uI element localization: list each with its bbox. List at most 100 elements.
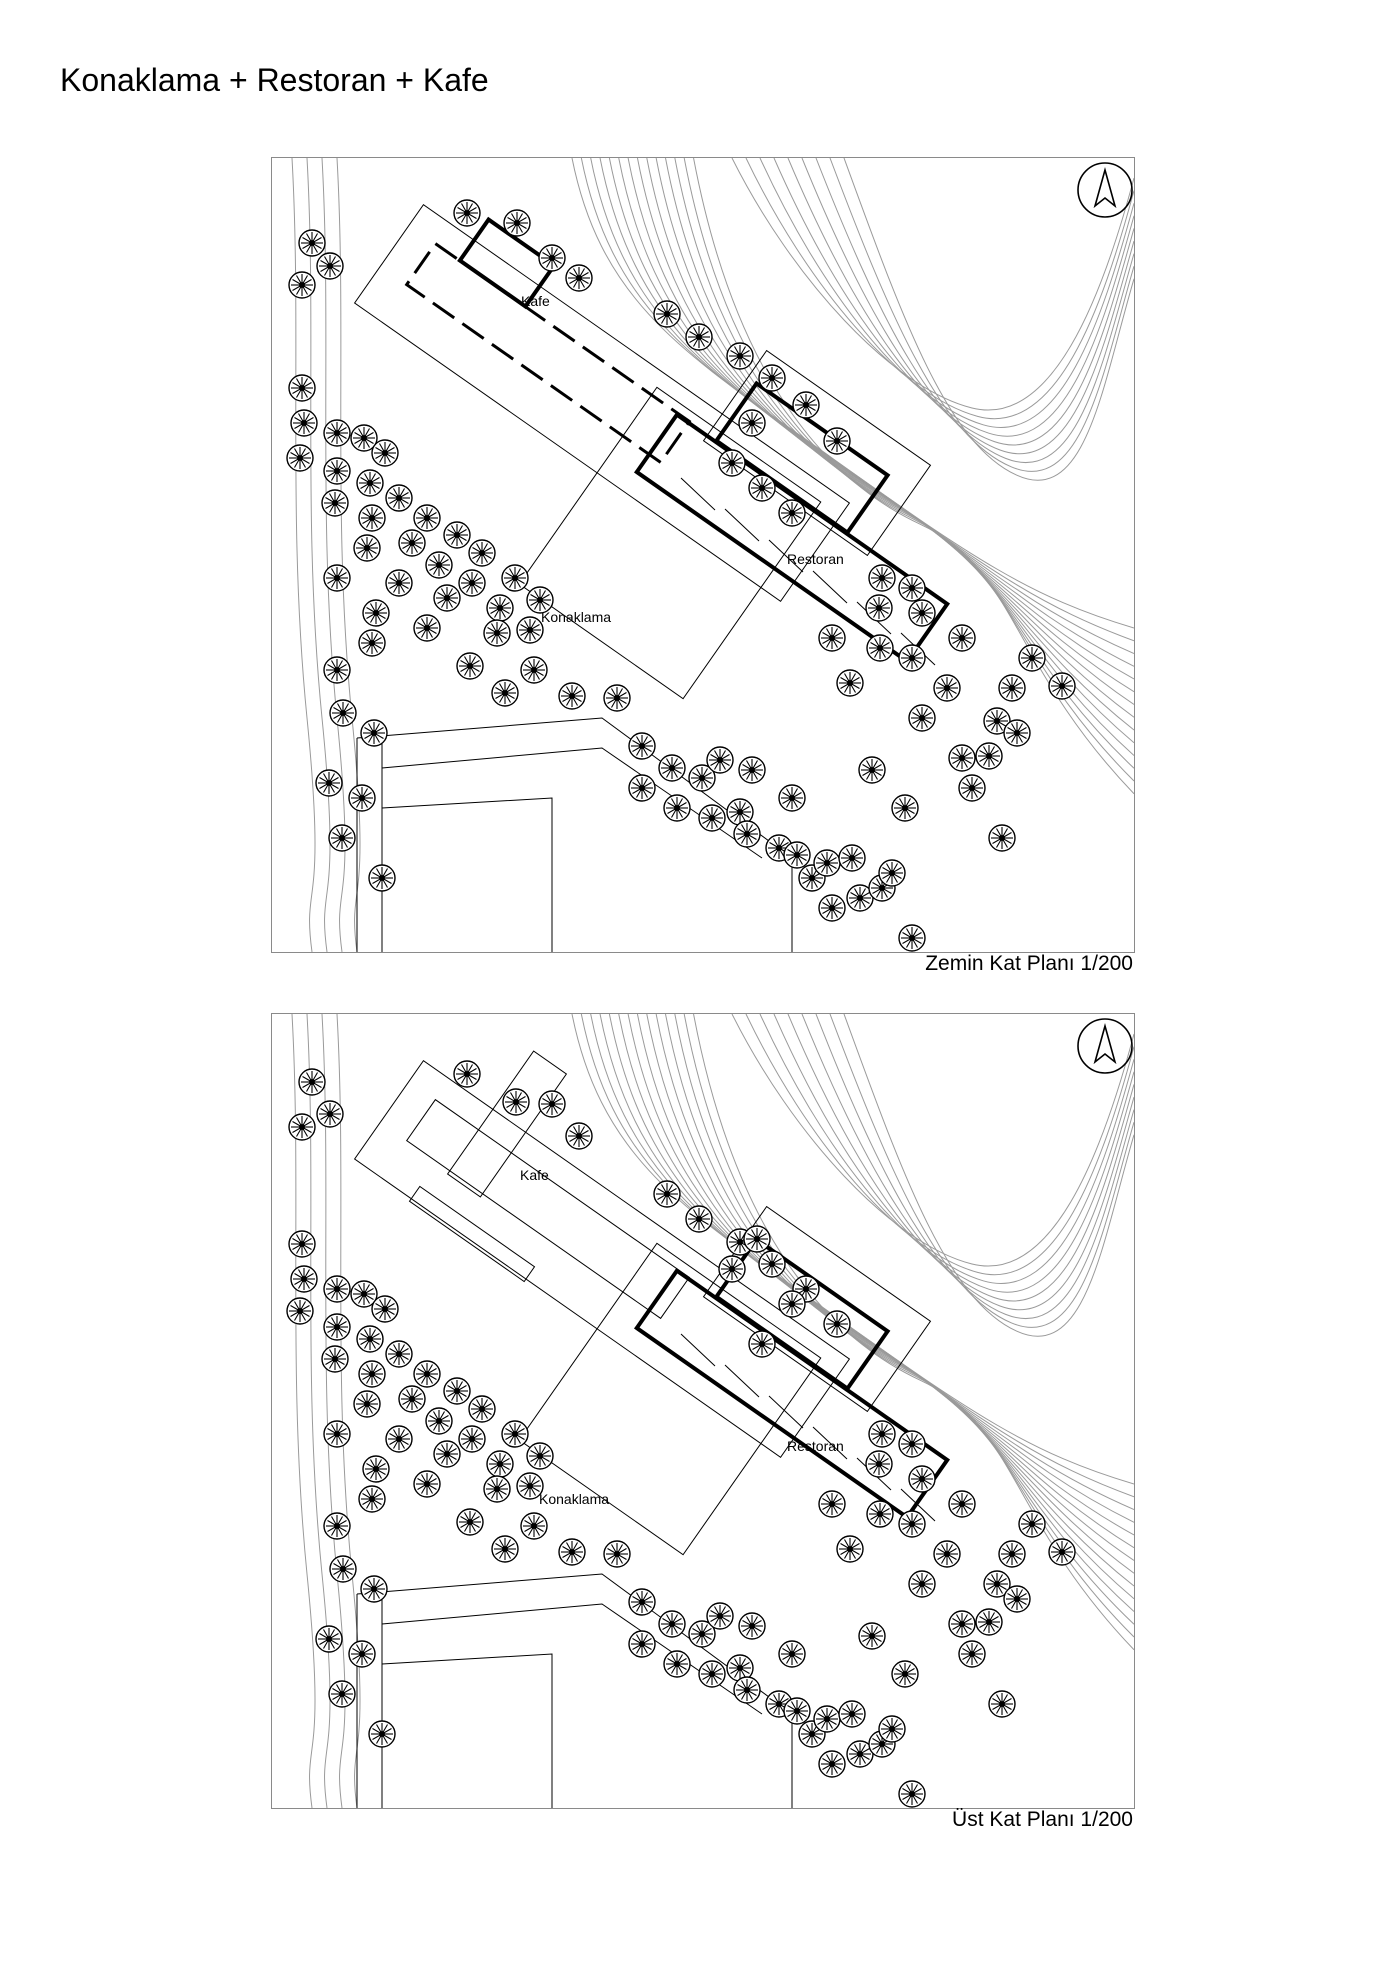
tree bbox=[792, 391, 820, 419]
tree bbox=[688, 1620, 716, 1648]
tree bbox=[813, 849, 841, 877]
tree bbox=[565, 1122, 593, 1150]
tree bbox=[360, 1575, 388, 1603]
tree bbox=[603, 684, 631, 712]
tree bbox=[983, 707, 1011, 735]
tree bbox=[288, 374, 316, 402]
contour-line bbox=[571, 158, 1134, 629]
contour-line bbox=[636, 158, 1134, 718]
tree bbox=[328, 1680, 356, 1708]
tree bbox=[988, 1690, 1016, 1718]
tree bbox=[908, 1570, 936, 1598]
tree bbox=[433, 584, 461, 612]
lodging-wing-north bbox=[404, 241, 692, 465]
tree bbox=[738, 756, 766, 784]
tree bbox=[975, 1608, 1003, 1636]
tree bbox=[846, 1740, 874, 1768]
tree bbox=[726, 1654, 754, 1682]
contour-line bbox=[843, 158, 1134, 481]
tree bbox=[948, 1490, 976, 1518]
tree bbox=[362, 599, 390, 627]
tree bbox=[413, 1470, 441, 1498]
contour-line bbox=[618, 158, 1134, 693]
site-drawing-ground bbox=[286, 158, 1134, 952]
tree bbox=[443, 1377, 471, 1405]
tree bbox=[748, 474, 776, 502]
tree bbox=[1018, 1510, 1046, 1538]
tree bbox=[663, 1650, 691, 1678]
tree bbox=[371, 439, 399, 467]
tree bbox=[778, 784, 806, 812]
tree bbox=[329, 1555, 357, 1583]
contour-line bbox=[599, 1014, 1134, 1523]
tree bbox=[813, 1705, 841, 1733]
page-title: Konaklama + Restoran + Kafe bbox=[60, 62, 489, 98]
contour-line bbox=[843, 1014, 1134, 1337]
tree bbox=[538, 244, 566, 272]
restaurant-terrace bbox=[702, 349, 932, 557]
tree bbox=[433, 1440, 461, 1468]
contour-line bbox=[731, 1014, 1134, 1267]
tree bbox=[818, 894, 846, 922]
tree bbox=[520, 1512, 548, 1540]
contour-line bbox=[646, 158, 1134, 731]
tree bbox=[866, 1500, 894, 1528]
contour-line bbox=[801, 1014, 1134, 1311]
tree bbox=[778, 1290, 806, 1318]
tree bbox=[350, 1280, 378, 1308]
contour-line bbox=[627, 158, 1134, 705]
tree bbox=[933, 674, 961, 702]
tree bbox=[298, 229, 326, 257]
contour-line bbox=[693, 158, 1134, 795]
label-cafe: Kafe bbox=[520, 1167, 549, 1183]
tree bbox=[385, 1425, 413, 1453]
tree bbox=[998, 674, 1026, 702]
tree bbox=[371, 1295, 399, 1323]
lodging-ground-terrace bbox=[518, 1242, 822, 1556]
tree bbox=[425, 1407, 453, 1435]
tree bbox=[398, 529, 426, 557]
contour-line bbox=[693, 1014, 1134, 1651]
tree bbox=[1003, 1585, 1031, 1613]
tree bbox=[348, 784, 376, 812]
tree bbox=[1003, 719, 1031, 747]
tree bbox=[958, 1640, 986, 1668]
tree bbox=[628, 1630, 656, 1658]
tree bbox=[286, 1297, 314, 1325]
contour-line bbox=[608, 158, 1134, 680]
tree bbox=[698, 1660, 726, 1688]
cafe-bridge bbox=[446, 1050, 568, 1198]
tree bbox=[933, 1540, 961, 1568]
contour-line bbox=[599, 158, 1134, 667]
contour-line bbox=[787, 1014, 1134, 1302]
tree bbox=[288, 271, 316, 299]
contour-line bbox=[801, 158, 1134, 455]
tree bbox=[538, 1090, 566, 1118]
tree bbox=[516, 1472, 544, 1500]
tree bbox=[413, 614, 441, 642]
room-wall bbox=[724, 1364, 760, 1398]
tree bbox=[878, 859, 906, 887]
tree bbox=[385, 484, 413, 512]
lodging-ground-terrace bbox=[518, 386, 822, 700]
tree bbox=[290, 1265, 318, 1293]
buildings bbox=[353, 204, 951, 952]
contour-line bbox=[571, 1014, 1134, 1485]
tree bbox=[948, 744, 976, 772]
tree bbox=[898, 574, 926, 602]
tree bbox=[685, 1205, 713, 1233]
tree bbox=[758, 1250, 786, 1278]
north-arrow-icon bbox=[1077, 162, 1133, 218]
tree bbox=[358, 629, 386, 657]
tree bbox=[323, 1512, 351, 1540]
tree bbox=[858, 1622, 886, 1650]
tree bbox=[738, 1612, 766, 1640]
tree bbox=[413, 504, 441, 532]
tree bbox=[783, 1697, 811, 1725]
tree bbox=[868, 1420, 896, 1448]
tree bbox=[323, 457, 351, 485]
tree bbox=[898, 1430, 926, 1458]
tree bbox=[565, 264, 593, 292]
tree bbox=[628, 1588, 656, 1616]
contour-line bbox=[590, 1014, 1134, 1510]
